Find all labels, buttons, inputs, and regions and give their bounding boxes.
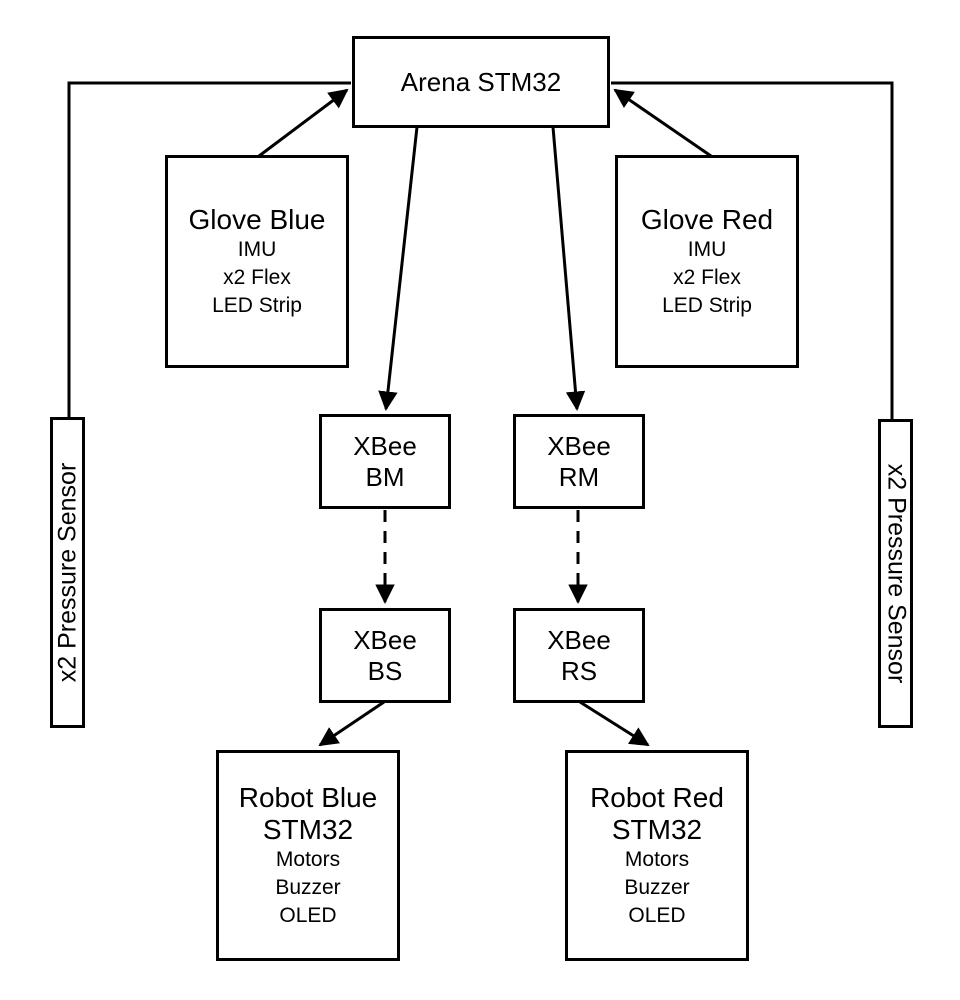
node-glove-blue: Glove Blue IMU x2 Flex LED Strip [165, 155, 349, 368]
edge-xbee-bs-to-robot-blue [318, 700, 385, 747]
node-detail: Buzzer [624, 875, 690, 899]
node-detail: OLED [628, 903, 686, 927]
node-subtitle: RS [560, 655, 598, 686]
node-detail: Motors [275, 847, 341, 871]
node-title: x2 Pressure Sensor [53, 462, 82, 683]
node-subtitle: STM32 [262, 813, 354, 845]
node-subtitle: BS [367, 655, 403, 686]
node-glove-red: Glove Red IMU x2 Flex LED Strip [615, 155, 799, 368]
node-robot-red: Robot Red STM32 Motors Buzzer OLED [565, 750, 749, 961]
node-title: XBee [353, 430, 417, 461]
edge-pressure-right-to-arena [611, 81, 894, 419]
node-xbee-bs: XBee BS [319, 608, 451, 703]
node-xbee-bm: XBee BM [319, 414, 451, 509]
edge-xbee-rs-to-robot-red [579, 700, 650, 747]
node-pressure-sensor-left: x2 Pressure Sensor [50, 417, 85, 728]
node-title: XBee [353, 624, 417, 655]
node-detail: x2 Flex [223, 265, 291, 289]
edge-pressure-left-to-arena [67, 81, 351, 417]
node-xbee-rm: XBee RM [513, 414, 645, 509]
node-detail: Buzzer [275, 875, 341, 899]
edge-arena-to-xbee-bm [378, 126, 419, 411]
node-title: XBee [547, 430, 611, 461]
node-subtitle: BM [365, 461, 405, 492]
node-title: Arena STM32 [400, 66, 562, 97]
node-subtitle: RM [558, 461, 600, 492]
node-title: x2 Pressure Sensor [882, 463, 911, 684]
node-detail: x2 Flex [673, 265, 741, 289]
node-xbee-rs: XBee RS [513, 608, 645, 703]
node-detail: LED Strip [212, 293, 302, 317]
node-title: XBee [547, 624, 611, 655]
node-title: Glove Red [640, 203, 774, 235]
node-title: Robot Red [590, 781, 724, 813]
node-subtitle: STM32 [611, 813, 703, 845]
edge-glove-blue-to-arena [258, 88, 349, 158]
node-pressure-sensor-right: x2 Pressure Sensor [878, 419, 913, 728]
node-detail: Motors [624, 847, 690, 871]
node-title: Glove Blue [188, 203, 326, 235]
edge-glove-red-to-arena [613, 88, 712, 158]
node-detail: IMU [237, 237, 277, 261]
node-detail: OLED [279, 903, 337, 927]
node-detail: LED Strip [662, 293, 752, 317]
node-robot-blue: Robot Blue STM32 Motors Buzzer OLED [216, 750, 400, 961]
edge-arena-to-xbee-rm [551, 126, 586, 411]
node-title: Robot Blue [238, 781, 378, 813]
node-detail: IMU [687, 237, 727, 261]
node-arena-stm32: Arena STM32 [352, 36, 610, 128]
